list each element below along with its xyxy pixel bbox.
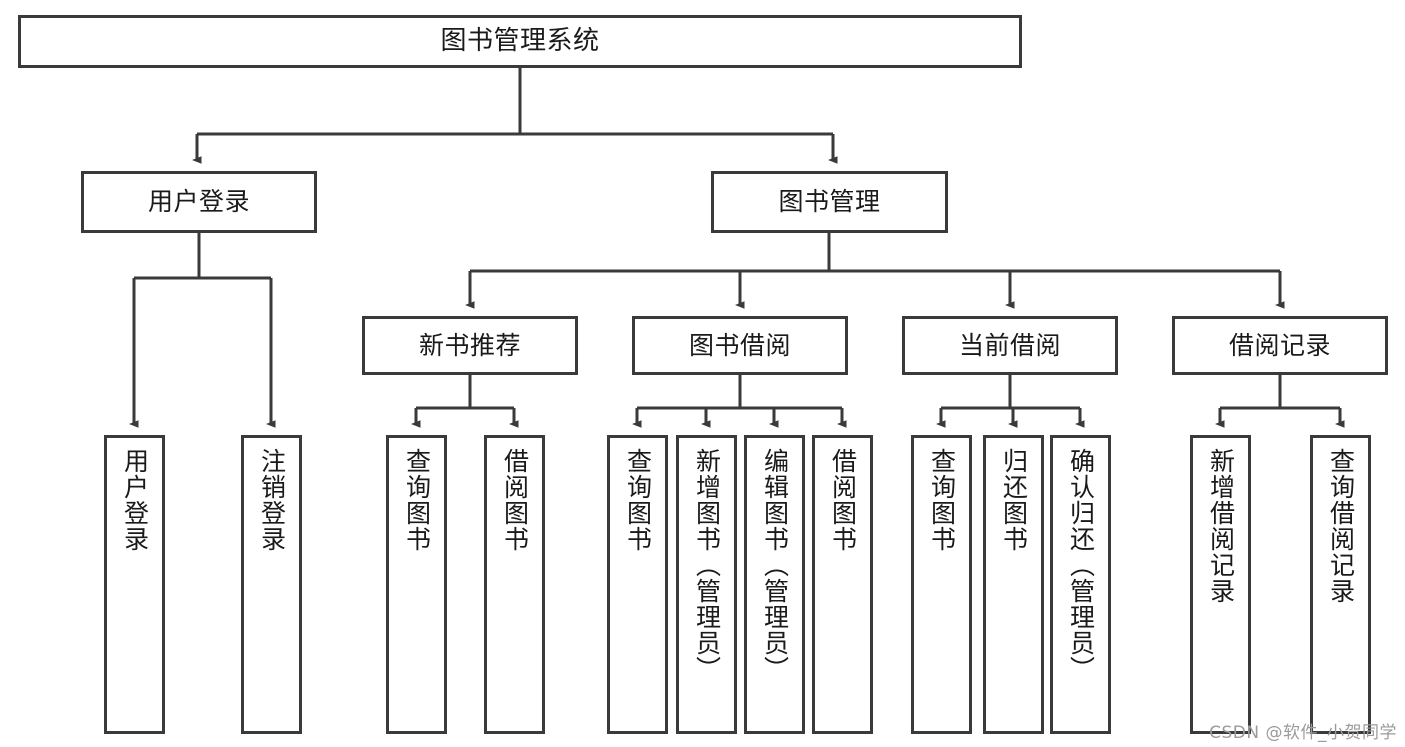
leaf-borrow-book[interactable]: 借阅图书	[812, 435, 873, 734]
node-label: 归还图书	[999, 448, 1029, 552]
node-book-borrow[interactable]: 图书借阅	[632, 316, 848, 375]
node-label: 确认归还（管理员）	[1066, 448, 1096, 682]
leaf-query-borrow-record[interactable]: 查询借阅记录	[1310, 435, 1371, 734]
leaf-query-book-newbook[interactable]: 查询图书	[386, 435, 447, 734]
node-book-management[interactable]: 图书管理	[711, 171, 948, 233]
node-user-login[interactable]: 用户登录	[81, 171, 317, 233]
node-label: 查询借阅记录	[1326, 448, 1356, 604]
node-new-book-recommend[interactable]: 新书推荐	[362, 316, 578, 375]
node-label: 新增图书（管理员）	[692, 448, 722, 682]
node-label: 查询图书	[402, 448, 432, 552]
node-label: 借阅记录	[1228, 330, 1331, 360]
node-label: 新增借阅记录	[1206, 448, 1236, 604]
leaf-confirm-return-admin[interactable]: 确认归还（管理员）	[1050, 435, 1111, 734]
node-label: 查询图书	[623, 448, 653, 552]
node-current-borrow[interactable]: 当前借阅	[902, 316, 1118, 375]
node-label: 注销登录	[257, 448, 287, 552]
node-label: 编辑图书（管理员）	[760, 448, 790, 682]
leaf-borrow-book-newbook[interactable]: 借阅图书	[484, 435, 545, 734]
node-borrow-record[interactable]: 借阅记录	[1172, 316, 1388, 375]
node-label: 当前借阅	[958, 330, 1061, 360]
node-label: 图书管理	[778, 187, 881, 217]
node-label: 新书推荐	[418, 330, 521, 360]
leaf-query-book-borrow[interactable]: 查询图书	[607, 435, 668, 734]
leaf-user-login[interactable]: 用户登录	[104, 435, 165, 734]
node-root-system[interactable]: 图书管理系统	[18, 15, 1022, 68]
node-label: 借阅图书	[500, 448, 530, 552]
node-label: 借阅图书	[828, 448, 858, 552]
leaf-query-book-current[interactable]: 查询图书	[911, 435, 972, 734]
leaf-add-book-admin[interactable]: 新增图书（管理员）	[676, 435, 737, 734]
leaf-add-borrow-record[interactable]: 新增借阅记录	[1190, 435, 1251, 734]
node-label: 用户登录	[120, 448, 150, 552]
leaf-edit-book-admin[interactable]: 编辑图书（管理员）	[744, 435, 805, 734]
node-label: 查询图书	[927, 448, 957, 552]
node-label: 图书管理系统	[440, 26, 600, 57]
leaf-logout[interactable]: 注销登录	[241, 435, 302, 734]
node-label: 用户登录	[147, 187, 250, 217]
leaf-return-book[interactable]: 归还图书	[983, 435, 1044, 734]
node-label: 图书借阅	[688, 330, 791, 360]
